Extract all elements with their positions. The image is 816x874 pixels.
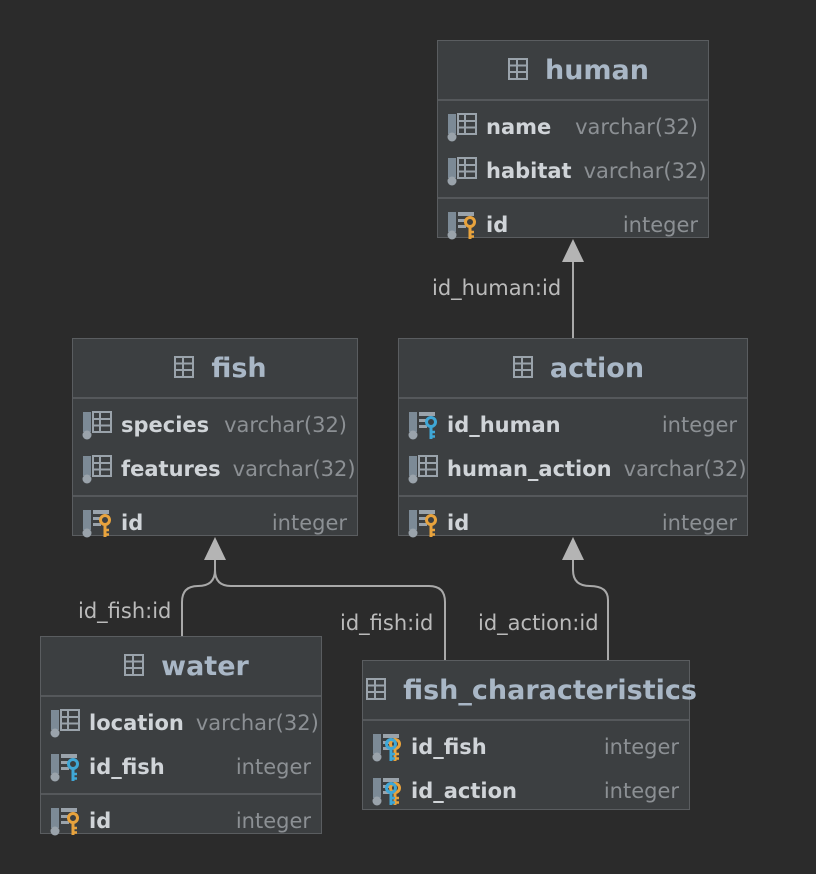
table-header: fish [73,339,357,399]
column-row[interactable]: name varchar(32) [438,105,708,149]
edge-fishchar-fish [214,556,446,660]
column-row[interactable]: species varchar(32) [73,403,357,447]
table-title: human [544,54,650,86]
edge-water-fish [181,556,216,636]
primary-foreign-key-icon [372,734,401,763]
column-name: location [89,711,184,735]
column-section: species varchar(32) features varchar(32) [73,399,357,495]
column-icon [446,113,477,143]
foreign-key-icon [408,412,437,441]
column-name: id_human [447,413,561,437]
relation-label-id-action: id_action:id [478,610,599,636]
column-type: integer [271,511,347,535]
column-row[interactable]: id_fish integer [41,745,321,789]
table-icon [507,58,528,80]
column-type: varchar(32) [583,159,707,183]
edge-fishchar-action [572,556,609,660]
column-icon [407,455,438,485]
table-icon [512,356,533,378]
column-name: id [447,511,470,535]
table-icon [174,356,195,378]
column-row[interactable]: features varchar(32) [73,447,357,491]
column-row[interactable]: id_fish integer [363,725,689,769]
column-type: varchar(32) [224,413,347,437]
column-type: integer [661,511,737,535]
column-type: integer [603,735,679,759]
column-type: integer [622,213,698,237]
column-name: id [121,511,144,535]
table-human[interactable]: human name varchar(32) habitat varchar(3… [437,40,709,241]
table-icon [366,678,387,700]
primary-key-icon [50,808,79,837]
table-fish[interactable]: fish species varchar(32) features varcha… [72,338,358,539]
key-section: id integer [41,793,321,847]
column-name: name [486,115,552,139]
column-type: varchar(32) [623,457,747,481]
key-row[interactable]: id integer [41,799,321,843]
table-header: water [41,637,321,697]
primary-foreign-key-icon [372,778,401,807]
column-icon [81,411,112,441]
primary-key-icon [447,212,476,241]
column-type: varchar(32) [232,457,356,481]
column-section: id_human integer human_action varchar(32… [399,399,747,495]
column-type: varchar(32) [195,711,319,735]
key-row[interactable]: id integer [438,203,708,247]
key-section: id integer [438,197,708,251]
column-name: features [121,457,221,481]
relation-label-id-human: id_human:id [432,275,562,301]
key-row[interactable]: id integer [73,501,357,545]
column-section: name varchar(32) habitat varchar(32) [438,101,708,197]
column-section: location varchar(32) id_fish integer [41,697,321,793]
table-header: fish_characteristics [363,661,697,721]
table-header: action [399,339,747,399]
column-name: id_action [411,779,517,803]
key-section: id integer [399,495,747,549]
table-action[interactable]: action id_human integer human_action var… [398,338,748,539]
table-title: fish_characteristics [403,674,697,706]
relation-label-fishchar-id-fish: id_fish:id [340,610,434,636]
primary-key-icon [82,510,111,539]
foreign-key-icon [50,754,79,783]
column-name: id [486,213,509,237]
key-row[interactable]: id integer [399,501,747,545]
column-section: id_fish integer id_action integer [363,721,689,817]
column-row[interactable]: id_action integer [363,769,689,813]
arrowhead-action [562,537,584,560]
column-type: integer [603,779,679,803]
primary-key-icon [408,510,437,539]
column-row[interactable]: id_human integer [399,403,747,447]
column-type: integer [661,413,737,437]
table-title: fish [211,352,267,384]
arrowhead-human [562,239,584,262]
table-icon [124,654,145,676]
column-name: id_fish [411,735,487,759]
column-name: species [121,413,210,437]
column-row[interactable]: habitat varchar(32) [438,149,708,193]
column-type: varchar(32) [575,115,698,139]
column-name: id [89,809,112,833]
column-row[interactable]: human_action varchar(32) [399,447,747,491]
table-title: action [549,352,645,384]
column-icon [446,157,477,187]
table-header: human [438,41,708,101]
column-type: integer [235,755,311,779]
column-name: human_action [447,457,612,481]
arrowhead-fish [204,537,226,560]
column-row[interactable]: location varchar(32) [41,701,321,745]
key-section: id integer [73,495,357,549]
column-type: integer [235,809,311,833]
table-water[interactable]: water location varchar(32) id_fish integ… [40,636,322,837]
table-fish-characteristics[interactable]: fish_characteristics id_fish integer id_… [362,660,697,810]
column-icon [81,455,112,485]
column-name: habitat [486,159,572,183]
relation-label-water-id-fish: id_fish:id [78,598,172,624]
column-name: id_fish [89,755,165,779]
column-icon [49,709,80,739]
table-title: water [161,650,249,682]
